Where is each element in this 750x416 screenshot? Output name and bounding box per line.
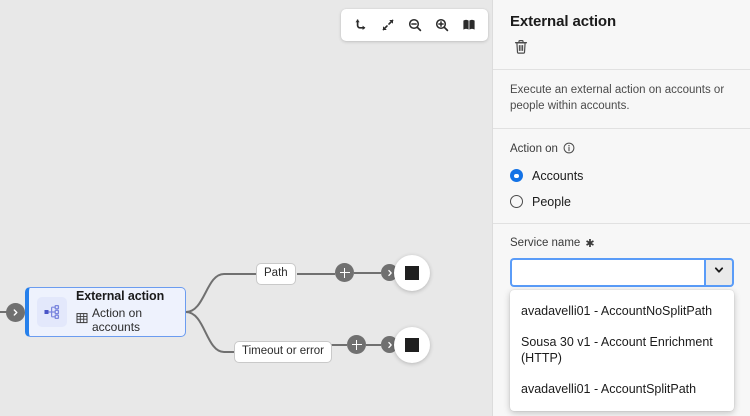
radio-accounts-label: Accounts [532,168,584,183]
node-text-block: External action Action on accounts [76,289,185,335]
node-title: External action [76,289,165,304]
zoom-out-icon [407,17,423,33]
inbound-chevron-icon[interactable] [6,303,25,322]
radio-option-accounts[interactable]: Accounts [510,169,733,183]
undo-icon [353,17,369,33]
zoom-in-icon [434,17,450,33]
service-name-label: Service name [510,237,581,250]
radio-accounts-indicator [510,169,523,183]
service-name-input[interactable] [510,257,704,287]
panel-header: External action [493,0,750,69]
end-node-path[interactable] [394,255,430,291]
stop-square-icon [405,266,419,280]
radio-people-label: People [532,194,571,209]
action-on-label-row: Action on [510,142,733,157]
radio-option-people[interactable]: People [510,195,733,209]
delete-button[interactable] [510,38,532,60]
undo-button[interactable] [347,12,374,39]
required-marker: ✱ [585,237,595,250]
service-name-dropdown-button[interactable] [704,257,734,287]
stop-square-icon [405,338,419,352]
zoom-in-button[interactable] [428,12,455,39]
service-name-combobox[interactable] [510,257,734,287]
action-on-section: Action on Accounts People [493,128,750,223]
grid-icon [76,312,88,328]
canvas-toolbar [341,9,488,41]
node-subtitle: Action on accounts [92,305,143,335]
branch-label-path[interactable]: Path [256,263,296,285]
service-name-label-row: Service name ✱ [510,237,733,250]
chevron-right-icon-path[interactable] [381,264,398,281]
trash-icon [513,39,529,60]
zoom-out-button[interactable] [401,12,428,39]
divider [493,69,750,70]
properties-panel: External action Execute an external acti… [492,0,750,416]
branch-label-timeout-or-error[interactable]: Timeout or error [234,341,333,363]
add-step-button-path[interactable] [335,263,354,282]
chevron-down-icon [713,263,725,281]
action-on-label: Action on [510,143,558,156]
listbox-option[interactable]: Sousa 30 v1 - Account Enrichment (HTTP) [521,334,713,366]
service-name-section: Service name ✱ avadavelli01 - AccountNoS… [493,223,750,412]
map-overview-button[interactable] [455,12,482,39]
fit-to-screen-icon [380,17,396,33]
node-external-action[interactable]: External action Action on accounts [25,287,186,337]
radio-people-indicator [510,195,523,209]
inbound-connector-line [0,311,9,313]
fit-to-screen-button[interactable] [374,12,401,39]
workflow-canvas[interactable]: External action Action on accounts Path … [0,0,492,416]
service-name-listbox[interactable]: avadavelli01 - AccountNoSplitPath Sousa … [510,289,734,412]
end-node-timeout[interactable] [394,327,430,363]
node-subtitle-row: Action on accounts [76,306,185,335]
divider [493,127,750,129]
add-step-button-timeout[interactable] [347,335,366,354]
divider [493,222,750,224]
info-icon[interactable] [563,142,575,157]
chevron-right-icon-timeout[interactable] [381,336,398,353]
listbox-option[interactable]: avadavelli01 - AccountNoSplitPath [521,303,713,318]
panel-description: Execute an external action on accounts o… [493,70,750,128]
panel-title: External action [510,13,617,30]
listbox-option[interactable]: avadavelli01 - AccountSplitPath [521,381,697,396]
external-action-branch-icon [37,297,67,327]
map-overview-icon [461,17,477,33]
